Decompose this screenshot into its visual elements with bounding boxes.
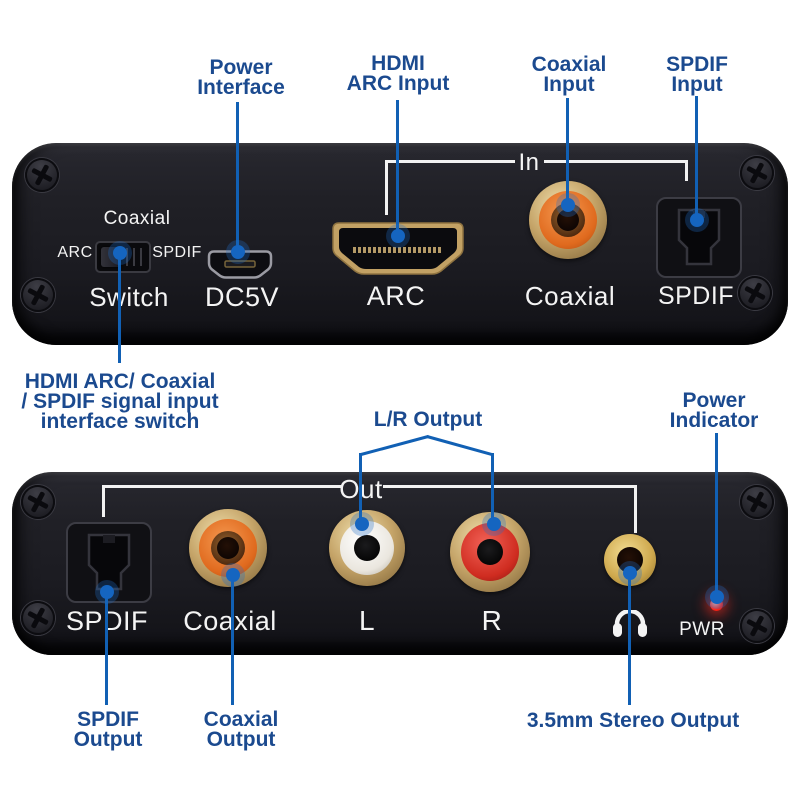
callout-line: Input	[671, 73, 723, 96]
connector-dot	[623, 566, 637, 580]
switch-label: Switch	[89, 282, 169, 312]
callout-spdif-input: SPDIF Input	[666, 53, 728, 96]
connector-dot	[690, 213, 704, 227]
connector-dot	[561, 198, 575, 212]
callout-line-stereo-out	[628, 573, 631, 705]
connector-dot	[113, 246, 127, 260]
callout-line: ARC Input	[346, 72, 450, 95]
in-bracket-line	[685, 160, 688, 181]
callout-line: / SPDIF signal input	[21, 390, 219, 413]
callout-line: L/R Output	[373, 408, 483, 431]
coaxial-label: Coaxial	[524, 281, 616, 311]
callout-line: interface switch	[40, 410, 200, 433]
spdif-optical-input-port	[656, 197, 742, 278]
switch-coaxial-label: Coaxial	[103, 208, 171, 229]
pwr-label: PWR	[679, 619, 725, 640]
connector-dot	[100, 585, 114, 599]
callout-line-coaxial-in	[566, 98, 569, 205]
coaxial-hole	[217, 537, 239, 559]
callout-spdif-output: SPDIF Output	[73, 708, 143, 751]
connector-dot	[391, 229, 405, 243]
callout-line-r-jack	[491, 453, 494, 525]
callout-line-lr-fork	[426, 435, 493, 457]
coaxial-hole	[557, 209, 579, 231]
dc5v-label: DC5V	[204, 282, 280, 312]
callout-line: HDMI ARC/ Coaxial	[24, 370, 216, 393]
switch-ridges	[126, 248, 147, 266]
in-bracket-line	[386, 160, 515, 163]
spdif-label: SPDIF	[657, 282, 735, 310]
callout-line: Input	[543, 73, 595, 96]
callout-power-indicator: Power Indicator	[669, 389, 759, 432]
callout-stereo-output: 3.5mm Stereo Output	[526, 709, 740, 732]
callout-line-power	[236, 102, 239, 252]
right-jack-hole	[477, 539, 503, 565]
callout-line: Indicator	[669, 409, 759, 432]
switch-arc-label: ARC	[57, 244, 93, 261]
out-bracket-line	[102, 485, 341, 488]
arc-label: ARC	[366, 281, 426, 311]
callout-line-lr-fork	[360, 434, 430, 456]
callout-line: HDMI	[371, 52, 425, 75]
callout-line-power-indicator	[715, 433, 718, 597]
callout-line: Output	[206, 728, 276, 751]
callout-line: SPDIF	[666, 53, 728, 76]
callout-line: 3.5mm Stereo Output	[526, 709, 740, 732]
micro-usb-port	[207, 250, 273, 279]
callout-switch-note: HDMI ARC/ Coaxial / SPDIF signal input i…	[21, 370, 219, 433]
callout-line: SPDIF	[77, 708, 139, 731]
callout-line: Power	[209, 56, 273, 79]
callout-line-switch	[118, 253, 121, 363]
callout-line-spdif-out	[105, 592, 108, 705]
callout-coaxial-input: Coaxial Input	[531, 53, 607, 96]
callout-line-hdmi	[396, 100, 399, 236]
callout-line: Coaxial	[531, 53, 607, 76]
coaxial-out-label: Coaxial	[183, 606, 277, 636]
in-bracket-line	[385, 160, 388, 215]
connector-dot	[710, 590, 724, 604]
in-bracket-line	[544, 160, 687, 163]
callout-line-spdif-in	[695, 96, 698, 220]
left-jack-label: L	[358, 605, 376, 636]
out-bracket-line	[634, 485, 637, 533]
spdif-optical-output-port	[66, 522, 152, 603]
left-audio-jack	[329, 510, 405, 586]
connector-dot	[226, 568, 240, 582]
connector-dot	[487, 517, 501, 531]
callout-line: Coaxial	[203, 708, 279, 731]
callout-line: Output	[73, 728, 143, 751]
switch-spdif-label: SPDIF	[152, 244, 202, 261]
out-bracket-line	[383, 485, 637, 488]
left-jack-hole	[354, 535, 380, 561]
out-bracket-line	[102, 485, 105, 517]
callout-line: Power	[682, 389, 746, 412]
right-jack-label: R	[481, 605, 503, 636]
callout-line: Interface	[197, 76, 285, 99]
hdmi-arc-port	[332, 222, 464, 275]
callout-line-l-jack	[359, 453, 362, 525]
callout-hdmi-arc-input: HDMI ARC Input	[346, 52, 450, 95]
callout-coaxial-output: Coaxial Output	[203, 708, 279, 751]
connector-dot	[355, 517, 369, 531]
stereo-35mm-jack	[604, 534, 656, 586]
in-group-label: In	[518, 149, 540, 176]
connector-dot	[231, 245, 245, 259]
callout-lr-output: L/R Output	[373, 408, 483, 431]
callout-power-interface: Power Interface	[197, 56, 285, 99]
coaxial-output-jack	[189, 509, 267, 587]
callout-line-coaxial-out	[231, 575, 234, 705]
